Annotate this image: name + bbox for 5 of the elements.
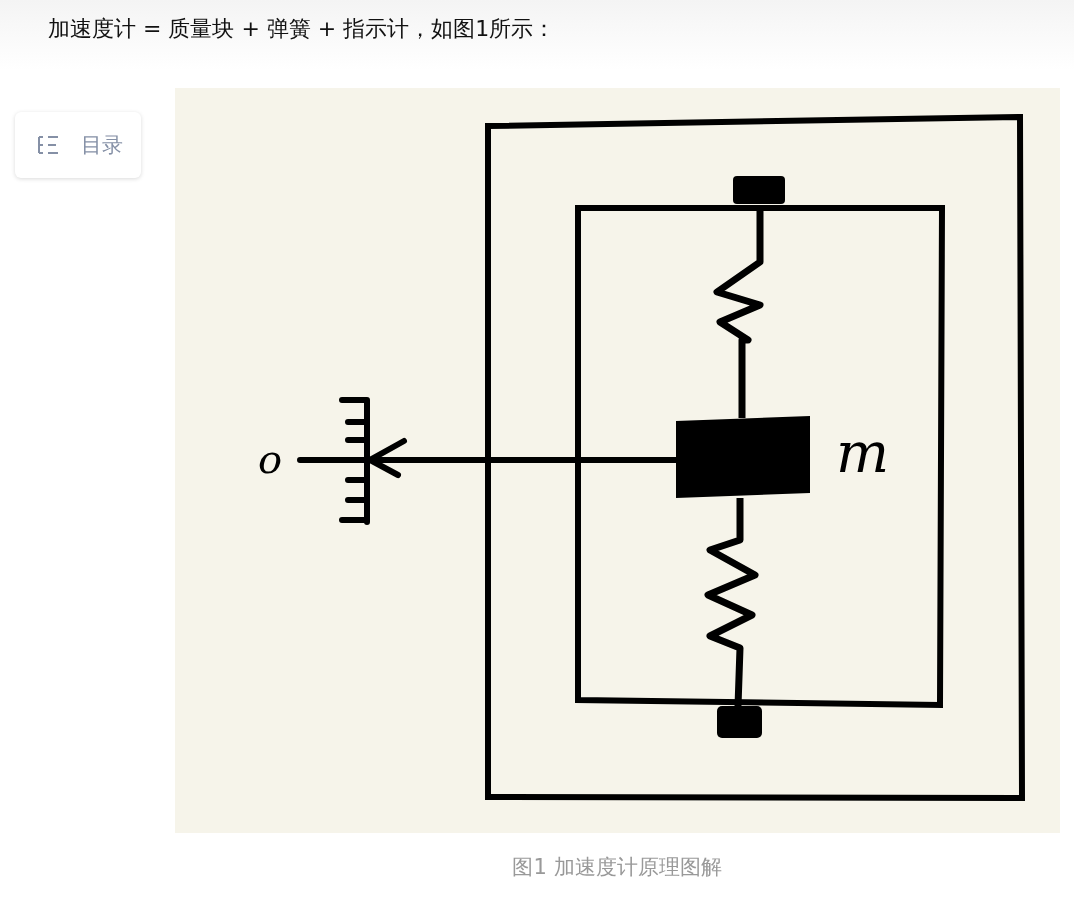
- figure-caption: 图1 加速度计原理图解: [511, 854, 723, 881]
- intro-sentence: 加速度计 = 质量块 + 弹簧 + 指示计，如图1所示：: [48, 15, 556, 43]
- mass-label: m: [836, 420, 890, 485]
- zero-mark: o: [258, 436, 283, 482]
- contents-label: 目录: [81, 132, 123, 159]
